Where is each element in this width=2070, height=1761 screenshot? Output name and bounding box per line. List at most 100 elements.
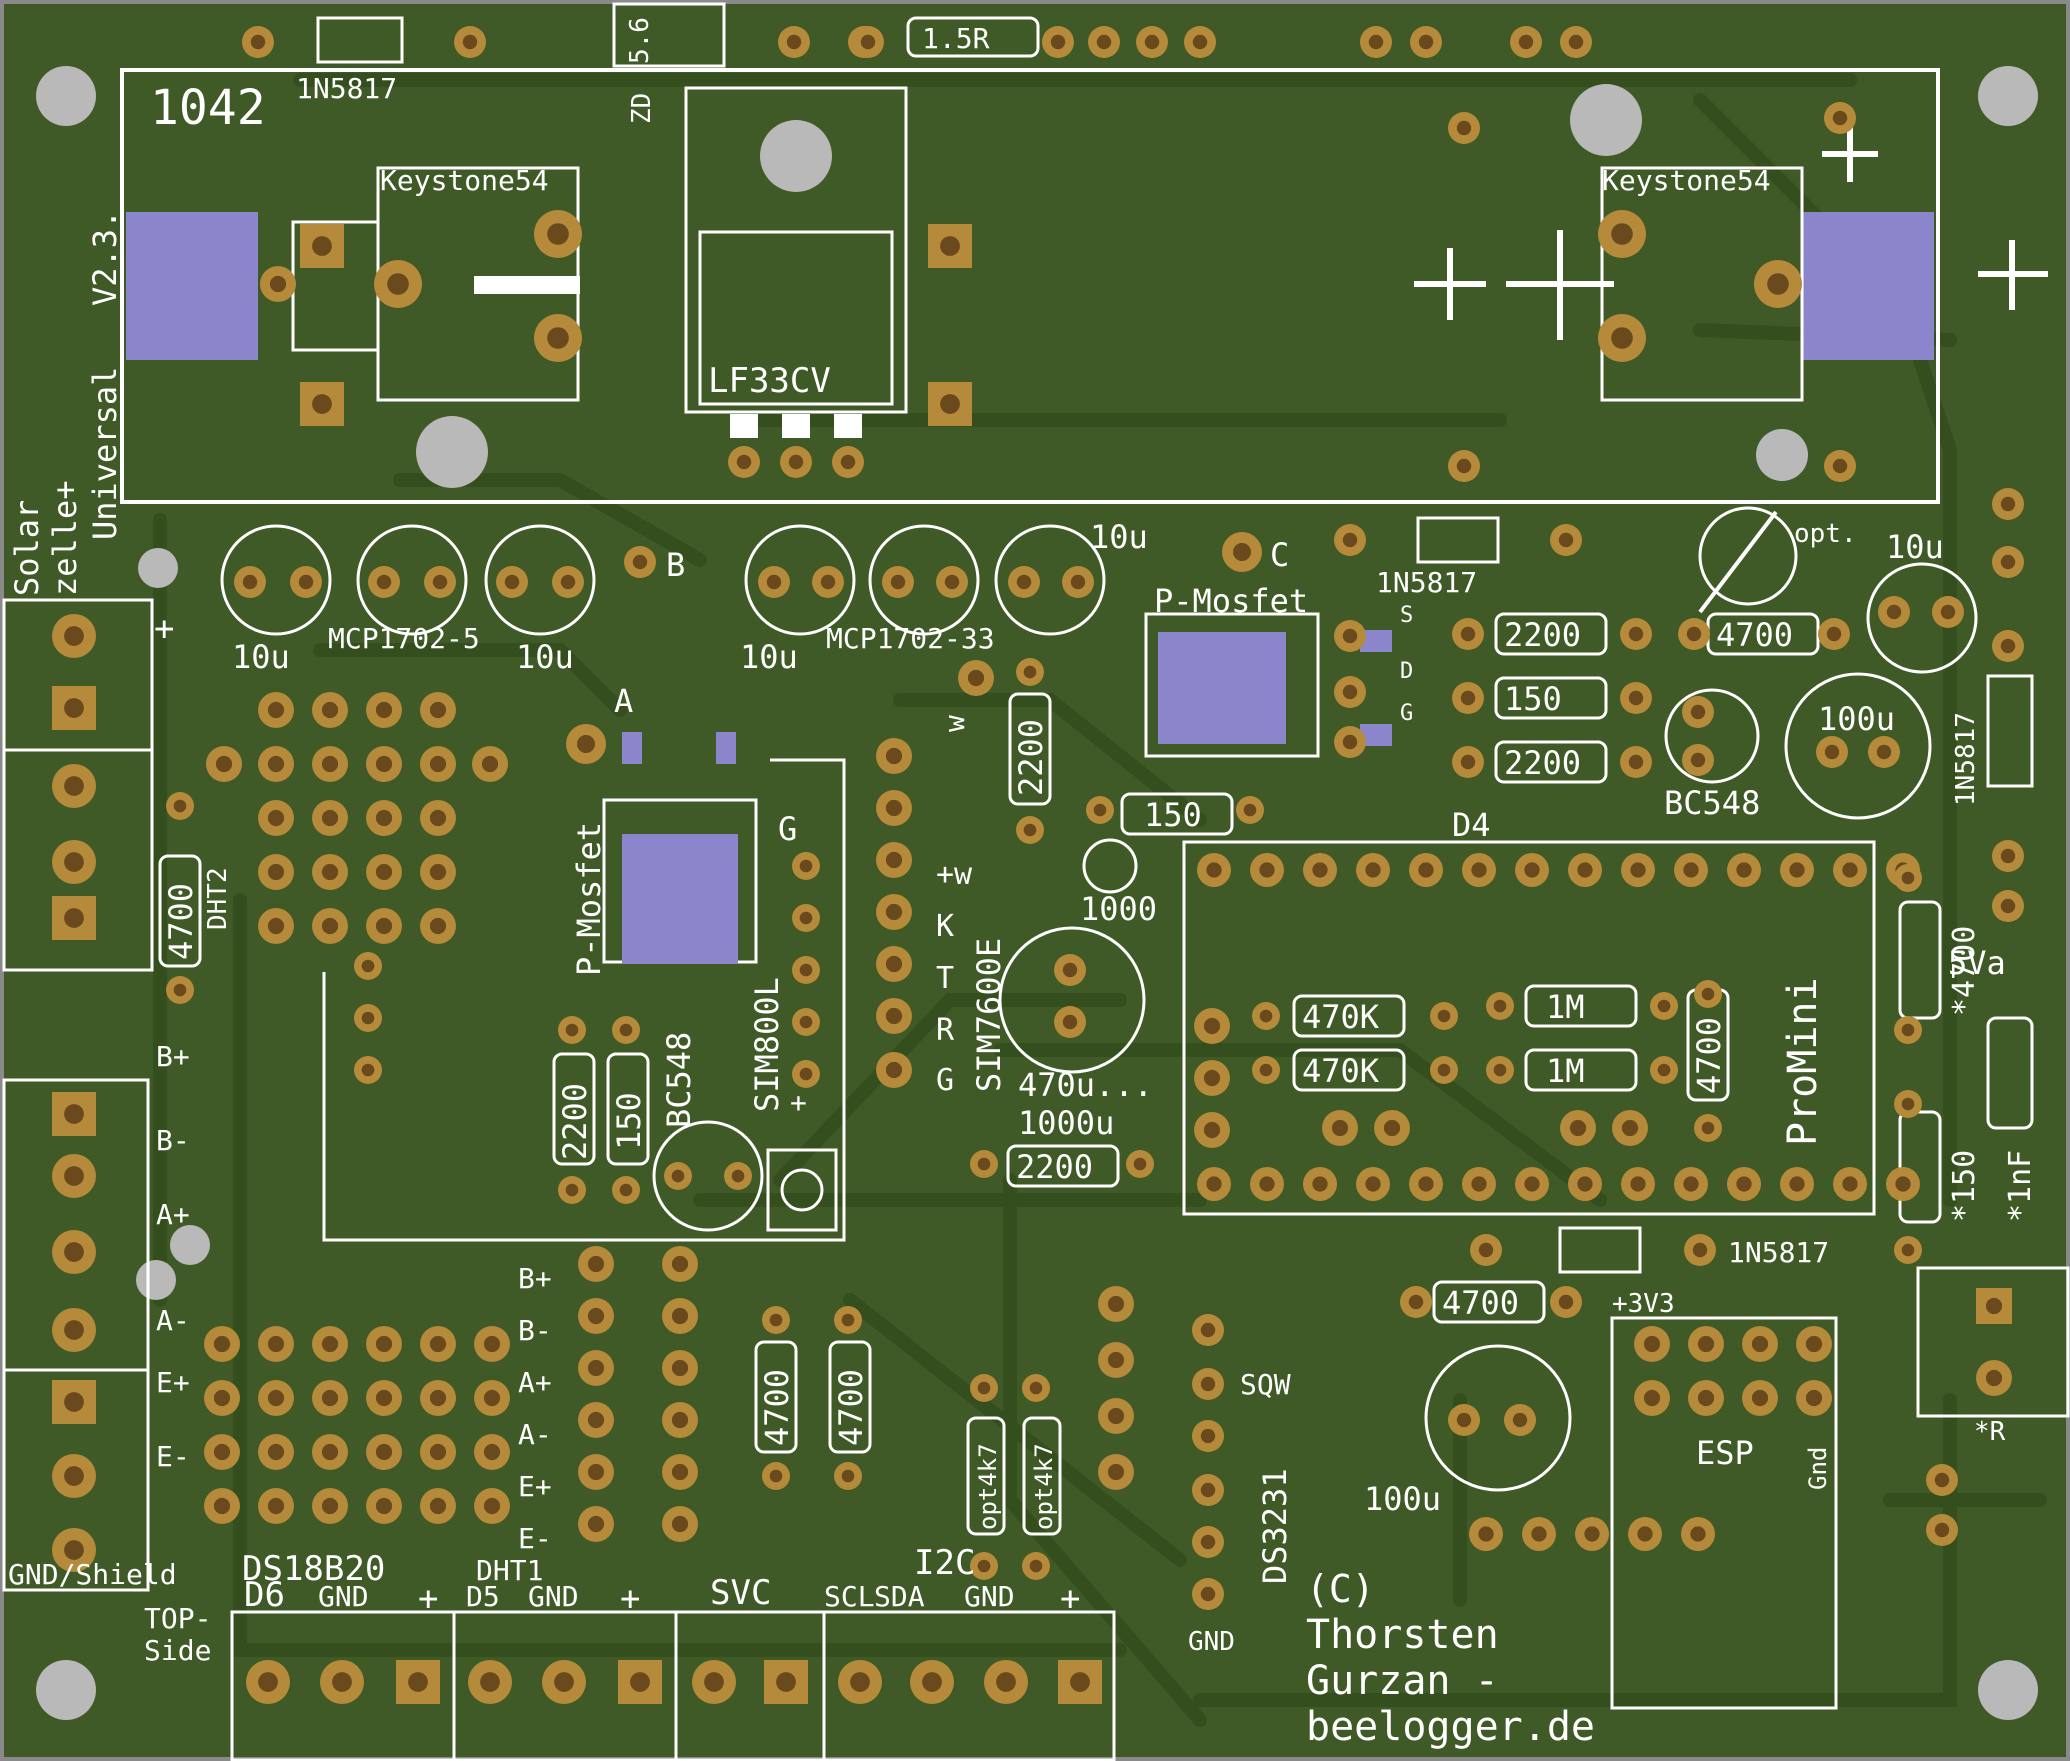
pad-hole	[429, 1497, 447, 1515]
pad-hole	[483, 1497, 501, 1515]
pad-hole	[375, 917, 393, 935]
pad-hole	[321, 1335, 339, 1353]
pad-hole	[250, 34, 266, 50]
pad-hole	[1767, 273, 1789, 295]
pad-hole	[671, 1307, 689, 1325]
promini-outline	[1182, 840, 1876, 1216]
pad-hole	[736, 454, 752, 470]
label-1n5817-bottom: 1N5817	[1728, 1236, 1829, 1269]
res-4700-star	[1898, 900, 1942, 1020]
pad-hole	[1460, 626, 1476, 642]
pad-hole	[977, 1381, 991, 1395]
pad-hole	[1577, 1176, 1593, 1192]
pad-hole	[375, 701, 393, 719]
label-gnd-2: GND	[528, 1580, 579, 1613]
label-pad-w: w	[938, 715, 971, 732]
pad-hole	[841, 1469, 855, 1483]
battery-contact-left	[126, 212, 258, 360]
pad-hole	[2000, 638, 2016, 654]
pad-hole	[361, 1063, 375, 1077]
pad-hole	[776, 1672, 796, 1692]
cap-10u-1	[220, 524, 332, 636]
res-150-star	[1898, 1110, 1942, 1224]
pad-hole	[1478, 1242, 1494, 1258]
pad-hole	[312, 394, 332, 414]
res-150-a	[1494, 676, 1608, 720]
pad-hole	[429, 917, 447, 935]
pad-hole	[1690, 752, 1706, 768]
pad-hole	[1312, 1176, 1328, 1192]
res-470k-2	[1292, 1048, 1406, 1092]
pad-hole	[1456, 1412, 1472, 1428]
res-2200-a	[1494, 612, 1608, 656]
pad-hole	[619, 1183, 633, 1197]
cap-1000-small	[1082, 838, 1138, 894]
pad-hole	[1259, 862, 1275, 878]
pad-hole	[1200, 1482, 1216, 1498]
pad-hole	[850, 1672, 870, 1692]
pad-hole	[267, 1497, 285, 1515]
pad-hole	[587, 1255, 605, 1273]
pad-hole	[1070, 574, 1086, 590]
label-150-star: *150	[1947, 1150, 1982, 1222]
label-gsm-g: G	[778, 810, 797, 848]
label-4700-low: 4700	[1442, 1284, 1519, 1322]
mcp1702-33-body	[868, 524, 980, 636]
label-sqw: SQW	[1240, 1368, 1291, 1401]
pad-hole	[1692, 1242, 1708, 1258]
label-10u-2: 10u	[516, 638, 574, 676]
pad-hole	[432, 574, 448, 590]
mounting-holes	[36, 66, 2038, 1720]
mount-hole-bottom-left	[36, 1660, 96, 1720]
pad-hole	[321, 755, 339, 773]
pad-hole	[1701, 987, 1715, 1001]
pad-hole	[2000, 496, 2016, 512]
pad-hole	[1456, 120, 1472, 136]
pad-hole	[944, 574, 960, 590]
pad-hole	[2000, 898, 2016, 914]
label-keystone-right: Keystone54	[1602, 164, 1771, 197]
pad-hole	[1460, 690, 1476, 706]
label-universal: Universal	[86, 367, 124, 540]
pad-hole	[1683, 862, 1699, 878]
pad-hole	[376, 574, 392, 590]
pad-hole	[64, 1166, 84, 1186]
pad-hole	[375, 1443, 393, 1461]
battery-holder-outline	[120, 68, 1940, 504]
pad-hole	[1934, 1472, 1950, 1488]
label-2200-vert: 2200	[1012, 719, 1050, 796]
cap-470u-body	[998, 926, 1146, 1074]
pad-hole	[375, 755, 393, 773]
pad-hole	[1023, 665, 1037, 679]
label-cn-am: A-	[518, 1418, 552, 1451]
pad-hole	[483, 1335, 501, 1353]
terminal-bottom-4	[822, 1610, 1116, 1761]
pad-hole	[1701, 1121, 1715, 1135]
pad-hole	[258, 1672, 278, 1692]
pad-hole	[1062, 1014, 1078, 1030]
pmosfet-left-pin-2	[716, 732, 736, 764]
battery-hole-right	[1570, 84, 1642, 156]
pad-hole	[587, 1359, 605, 1377]
pad-hole	[1630, 862, 1646, 878]
pad-hole	[462, 34, 478, 50]
label-1n5817-top: 1N5817	[296, 72, 397, 105]
pad-hole	[1383, 1119, 1401, 1137]
pad-hole	[1206, 1176, 1222, 1192]
label-10u-1: 10u	[232, 638, 290, 676]
pad-hole	[1690, 1526, 1706, 1542]
pad-hole	[1985, 1297, 2003, 1315]
pad-hole	[267, 701, 285, 719]
pad-hole	[1524, 1176, 1540, 1192]
cap-100u-right	[1784, 672, 1932, 820]
label-1m-2: 1M	[1546, 1052, 1585, 1090]
pad-hole	[1824, 744, 1840, 760]
label-1n5817-right: 1N5817	[1951, 712, 1981, 806]
label-1-5r: 1.5R	[922, 22, 990, 55]
label-hx-em: E-	[156, 1440, 190, 1473]
pad-hole	[1876, 744, 1892, 760]
pad-hole	[630, 1672, 650, 1692]
battery-hole-left	[416, 416, 488, 488]
label-author-1: Thorsten	[1306, 1612, 1499, 1658]
